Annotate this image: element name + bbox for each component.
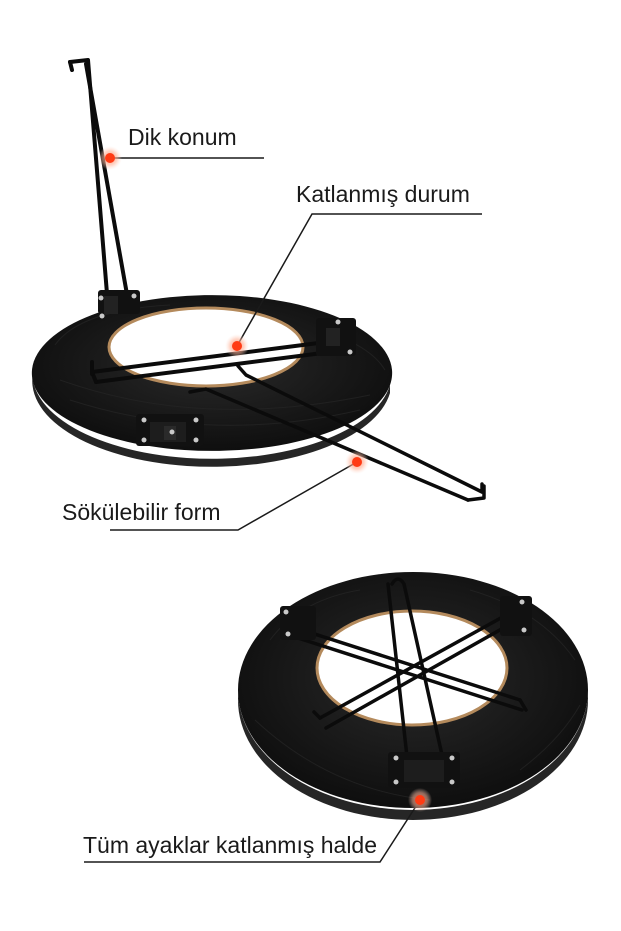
right-bracket: [316, 318, 356, 356]
red-dot-marker-icon: [225, 334, 249, 358]
leader-removable: [110, 461, 358, 531]
markers: [98, 146, 432, 812]
top-table: [31, 58, 486, 502]
removable-leg: [188, 364, 486, 502]
top-board: [31, 295, 393, 451]
label-all-legs-folded: Tüm ayaklar katlanmış halde: [83, 832, 378, 858]
bottom-wood-ring: [315, 609, 509, 727]
red-dot-marker-icon: [345, 450, 369, 474]
label-removable-form: Sökülebilir form: [62, 499, 221, 525]
bottom-brackets: [280, 596, 532, 788]
crossed-legs: [294, 577, 528, 768]
upright-bracket: [98, 290, 140, 319]
bracket-bottom: [388, 752, 460, 788]
leader-all-folded: [84, 799, 421, 863]
label-upright-position: Dik konum: [128, 124, 237, 150]
bottom-bracket: [136, 414, 204, 446]
label-folded-state: Katlanmış durum: [296, 181, 470, 207]
folded-leg: [90, 338, 348, 384]
bottom-table: [237, 571, 589, 820]
red-dot-marker-icon: [408, 788, 432, 812]
bracket-right: [500, 596, 532, 636]
bracket-left: [280, 606, 316, 640]
red-dot-marker-icon: [98, 146, 122, 170]
leader-folded: [236, 213, 482, 347]
upright-leg: [68, 58, 130, 308]
